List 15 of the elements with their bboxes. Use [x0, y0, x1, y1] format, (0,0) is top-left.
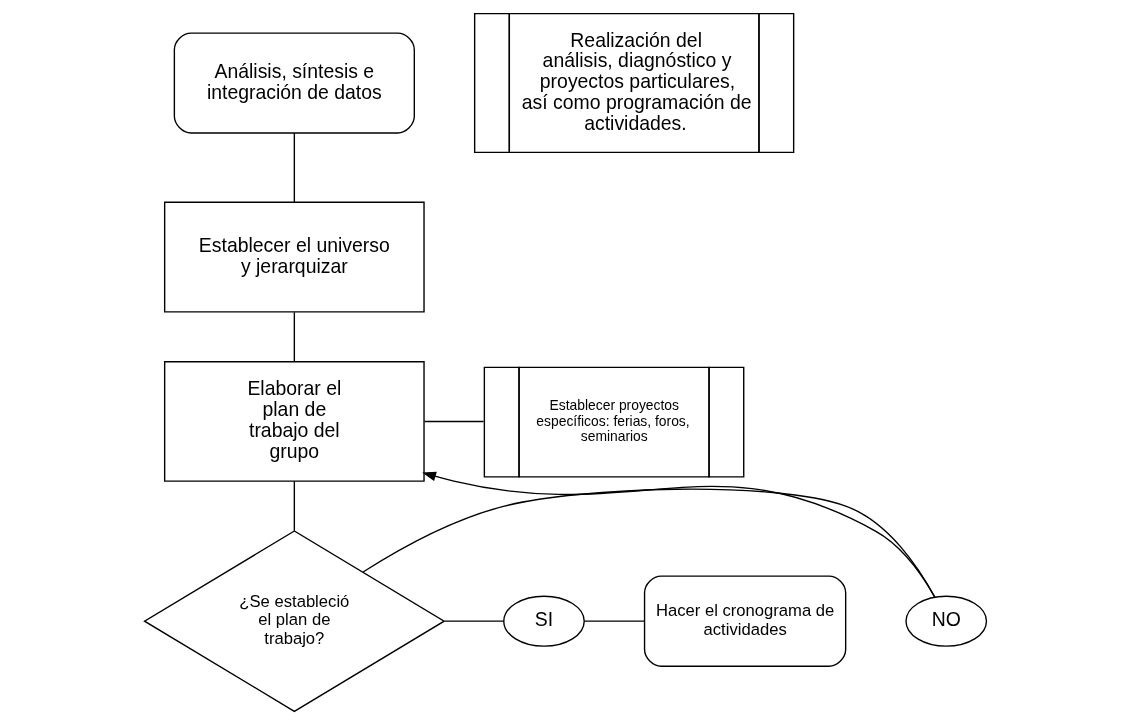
node-box: Elaborar el plan de trabajo del grupo	[163, 361, 425, 482]
connector	[293, 480, 296, 532]
connector	[423, 420, 485, 423]
connector	[293, 132, 296, 203]
connector	[583, 620, 645, 622]
node-ellipse: NO	[905, 595, 988, 647]
node-box: Hacer el cronograma de actividades	[643, 575, 847, 667]
connector	[362, 488, 936, 598]
node-diamond: ¿Se estableció el plan de trabajo?	[143, 530, 446, 713]
node-ellipse: SI	[503, 595, 585, 647]
connector	[293, 311, 296, 363]
node-box: Establecer el universo y jerarquizar	[163, 201, 425, 313]
connector	[443, 620, 505, 622]
node-box: Análisis, síntesis e integración de datos	[173, 32, 415, 134]
arrow	[422, 471, 936, 598]
